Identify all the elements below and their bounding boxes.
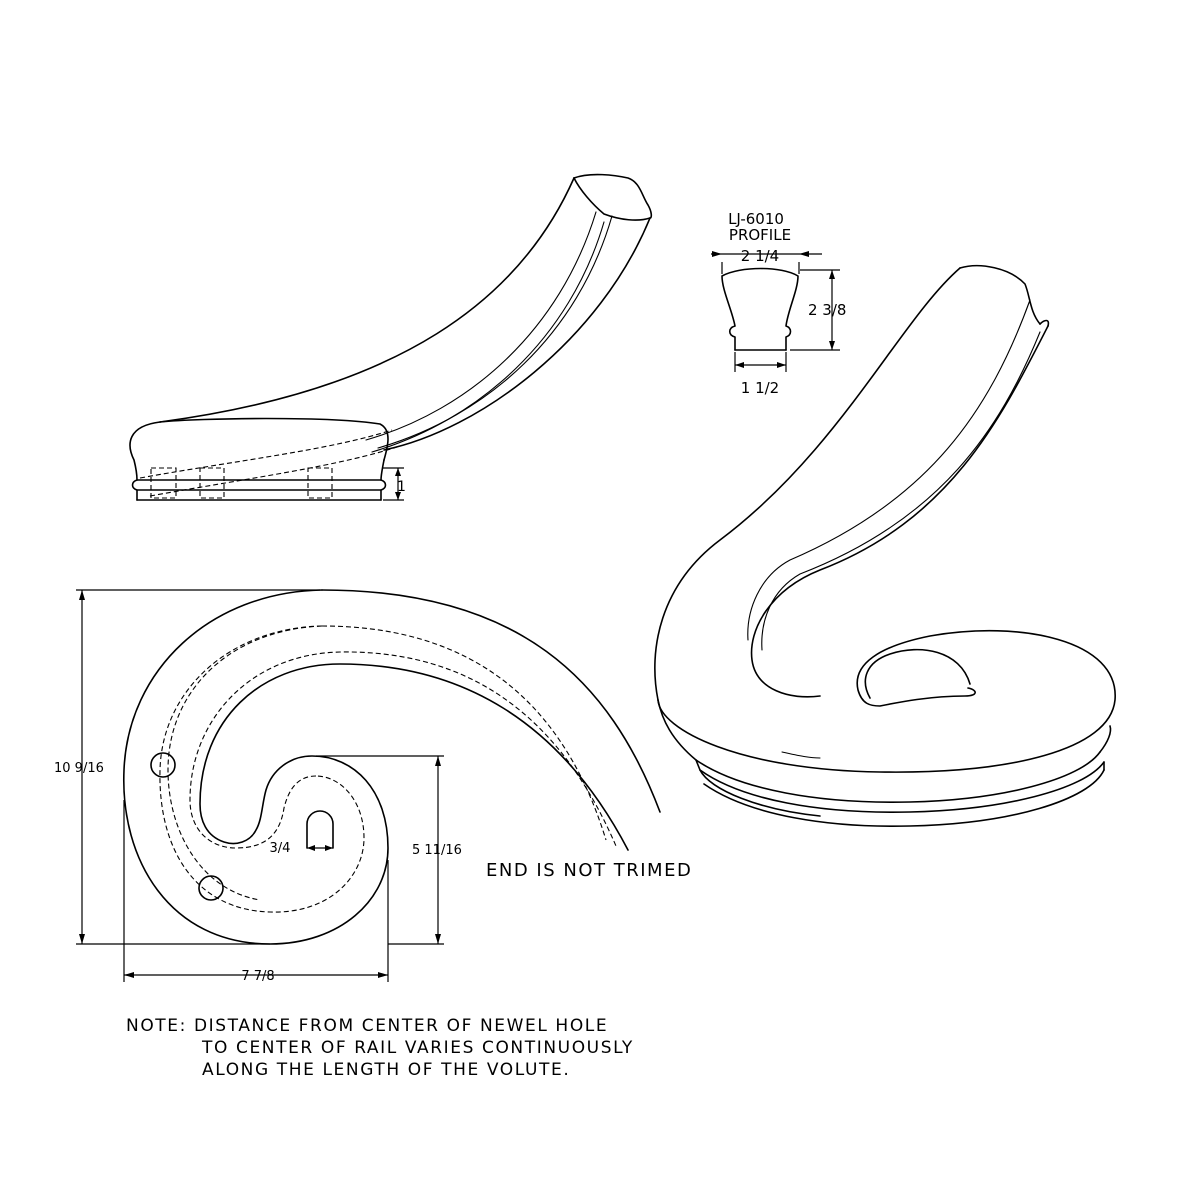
end-note-label: END IS NOT TRIMED	[486, 860, 692, 881]
isometric-view	[654, 264, 1116, 828]
plan-view: 3/4 10 9/16 5 11/16 7 7/8	[54, 589, 661, 984]
scroll-height-label: 5 11/16	[412, 843, 462, 858]
profile-height-label: 2 3/8	[808, 301, 846, 319]
bottom-width-label: 1 1/2	[741, 379, 779, 397]
note-line-2: TO CENTER OF RAIL VARIES CONTINUOUSLY	[202, 1038, 634, 1058]
profile-title-label: PROFILE	[729, 226, 791, 244]
newel-hole-label: 3/4	[270, 841, 291, 856]
part-number-label: LJ-6010	[728, 210, 784, 228]
overall-width-label: 7 7/8	[241, 969, 274, 984]
profile-view: LJ-6010 PROFILE 2 1/4 2 3/8 1 1/2	[711, 210, 846, 397]
overall-height-label: 10 9/16	[54, 761, 104, 776]
top-width-label: 2 1/4	[741, 247, 779, 265]
note-line-1: NOTE: DISTANCE FROM CENTER OF NEWEL HOLE	[126, 1016, 609, 1036]
side-elevation-view: 1	[129, 173, 653, 501]
base-height-label: 1	[397, 479, 406, 495]
note-line-3: ALONG THE LENGTH OF THE VOLUTE.	[202, 1060, 571, 1080]
